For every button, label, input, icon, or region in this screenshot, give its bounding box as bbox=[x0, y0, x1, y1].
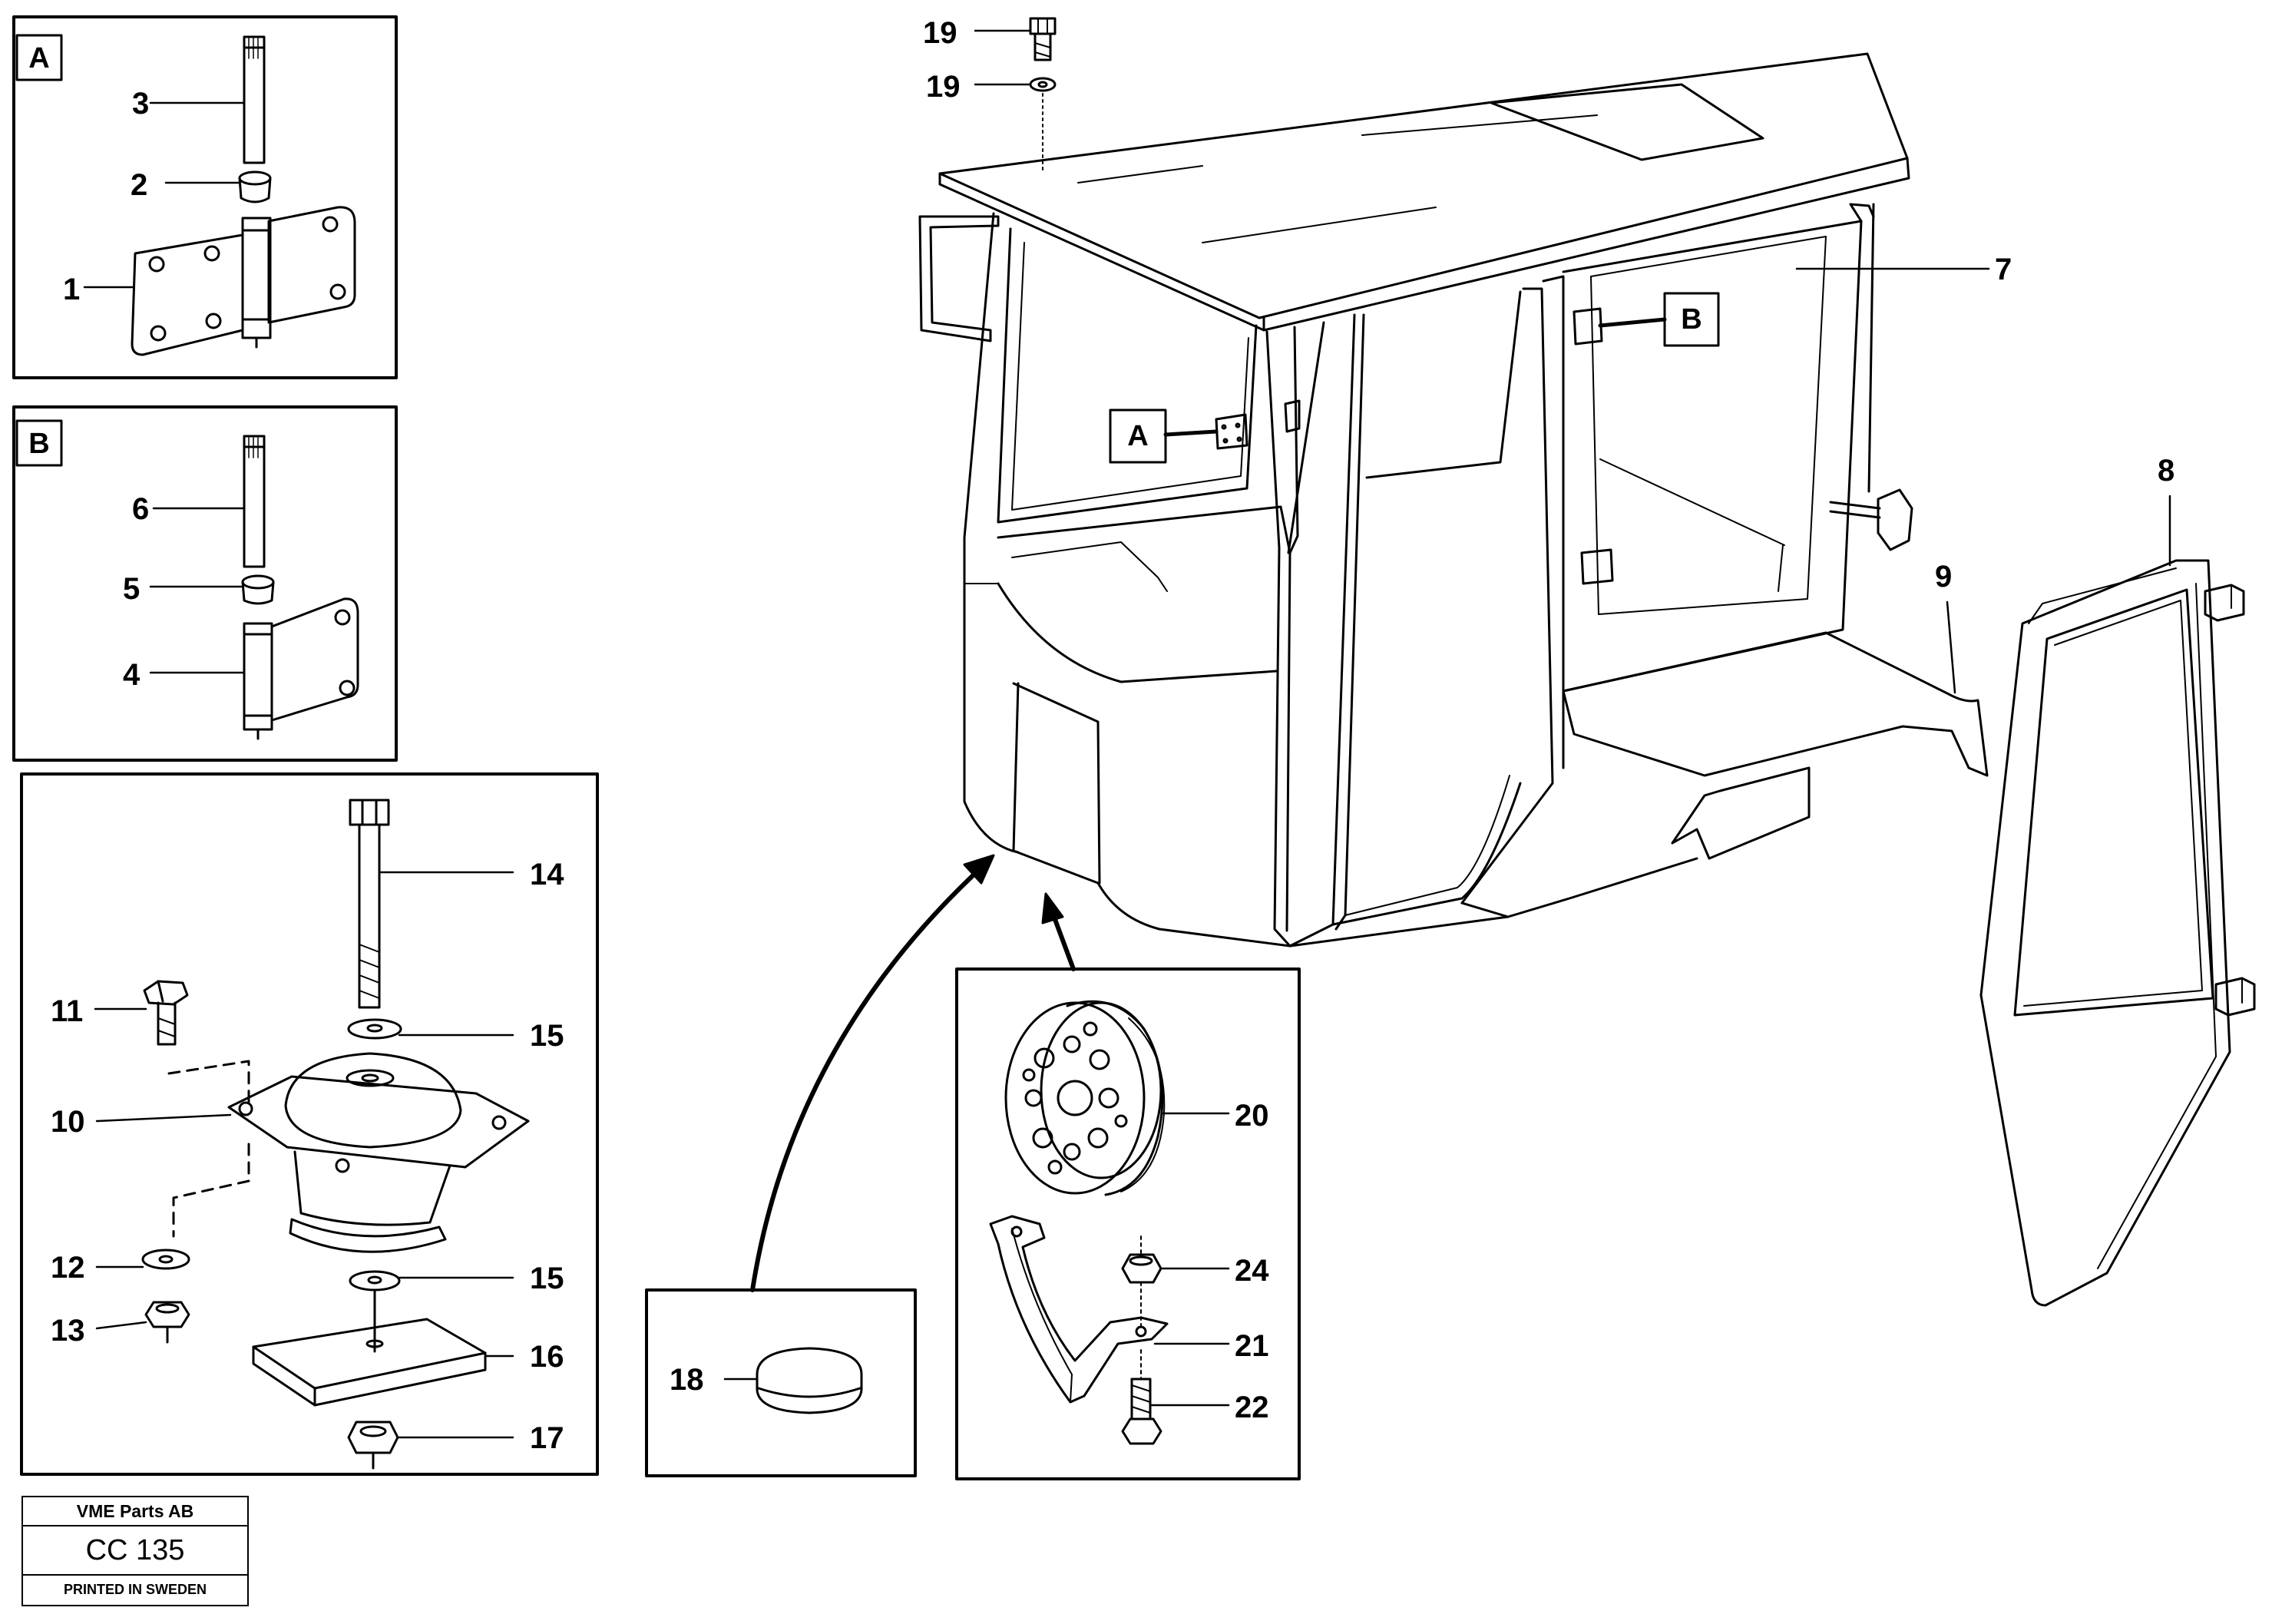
arrow-to-cab-2 bbox=[1041, 892, 1076, 971]
label-9: 9 bbox=[1935, 560, 1952, 594]
arrow-to-cab-1 bbox=[750, 854, 995, 1292]
grommet-panel: 20 24 21 22 bbox=[955, 967, 1301, 1480]
label-4: 4 bbox=[123, 658, 141, 692]
bolt-23 bbox=[1121, 1349, 1162, 1445]
stamp-code: CC 135 bbox=[23, 1526, 247, 1576]
label-10: 10 bbox=[51, 1105, 85, 1139]
label-16: 16 bbox=[530, 1340, 564, 1374]
label-15-bottom: 15 bbox=[530, 1262, 564, 1295]
detail-a-panel: A 3 bbox=[12, 15, 398, 379]
clamp-22 bbox=[989, 1215, 1169, 1404]
washer-12 bbox=[141, 1249, 190, 1270]
bushing-2 bbox=[238, 170, 272, 203]
callout-a: A bbox=[1109, 408, 1219, 464]
detail-a-label: A bbox=[28, 42, 49, 74]
washer-15-top bbox=[347, 1018, 402, 1040]
washer-19 bbox=[1029, 77, 1057, 92]
nut-17 bbox=[347, 1421, 399, 1470]
label-6: 6 bbox=[132, 492, 149, 526]
label-19: 19 bbox=[926, 70, 961, 104]
label-5: 5 bbox=[123, 572, 140, 606]
label-12: 12 bbox=[51, 1251, 85, 1285]
label-14: 14 bbox=[530, 858, 564, 891]
mount-panel: 14 11 15 10 12 15 13 16 17 bbox=[20, 772, 599, 1476]
mirror bbox=[1829, 488, 1913, 551]
cab-7 bbox=[918, 52, 1989, 948]
hinge-pin-6 bbox=[243, 435, 266, 568]
door-8 bbox=[1979, 559, 2256, 1307]
label-1: 1 bbox=[63, 273, 80, 306]
bushing-5 bbox=[241, 574, 275, 605]
callout-b: B bbox=[1598, 292, 1720, 347]
cap-panel: 18 bbox=[645, 1288, 917, 1477]
hinge-marker-b bbox=[1573, 307, 1614, 585]
label-24: 24 bbox=[1235, 1254, 1269, 1288]
title-stamp: VME Parts AB CC 135 PRINTED IN SWEDEN bbox=[21, 1496, 249, 1606]
hinge-plate-4 bbox=[243, 597, 359, 740]
detail-b-panel: B 6 5 4 bbox=[12, 405, 398, 762]
label-8: 8 bbox=[2158, 454, 2174, 488]
stamp-company: VME Parts AB bbox=[23, 1497, 247, 1526]
label-11: 11 bbox=[51, 994, 83, 1028]
washer-15-bottom bbox=[349, 1270, 401, 1353]
label-20: 19 bbox=[923, 16, 957, 50]
label-23: 22 bbox=[1235, 1391, 1269, 1424]
hinge-marker-a bbox=[1215, 399, 1301, 450]
label-21: 20 bbox=[1235, 1099, 1269, 1133]
bolt-11 bbox=[143, 980, 189, 1046]
nut-13 bbox=[144, 1301, 190, 1344]
bolt-20 bbox=[1029, 17, 1057, 61]
label-13: 13 bbox=[51, 1314, 85, 1348]
svg-text:B: B bbox=[1681, 303, 1702, 336]
rubber-mount-10 bbox=[227, 1052, 530, 1253]
label-7: 7 bbox=[1995, 253, 2012, 286]
label-3: 3 bbox=[132, 87, 149, 121]
label-17: 17 bbox=[530, 1421, 564, 1455]
detail-b-label: B bbox=[28, 428, 49, 460]
plate-16 bbox=[252, 1318, 487, 1407]
hinge-plate-1 bbox=[131, 206, 356, 356]
label-22: 21 bbox=[1235, 1329, 1269, 1363]
label-15-top: 15 bbox=[530, 1019, 564, 1053]
grommet-21 bbox=[1004, 1000, 1166, 1196]
nut-24 bbox=[1121, 1235, 1162, 1326]
label-2: 2 bbox=[131, 168, 147, 202]
label-18: 18 bbox=[670, 1363, 704, 1397]
stamp-printed: PRINTED IN SWEDEN bbox=[63, 1582, 207, 1597]
hinge-pin-3 bbox=[243, 35, 266, 164]
bolt-14 bbox=[349, 799, 390, 1009]
svg-text:A: A bbox=[1127, 420, 1148, 452]
cap-18 bbox=[756, 1347, 863, 1414]
